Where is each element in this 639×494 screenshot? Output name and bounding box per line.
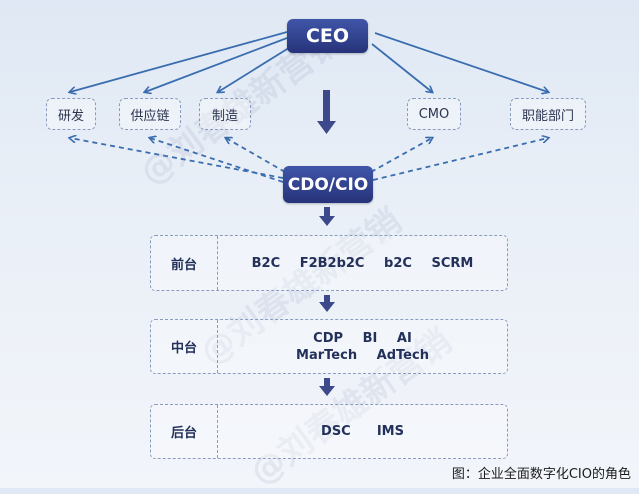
- ceo-label: CEO: [305, 25, 350, 47]
- layer-label: 前台: [151, 236, 218, 290]
- middle-to-back-arrow-head: [319, 386, 335, 396]
- layer-line: MarTech AdTech: [296, 347, 429, 363]
- dept-label: CMO: [418, 106, 450, 122]
- dept-cmo: CMO: [407, 98, 461, 130]
- cdo-to-front-arrow-shaft: [324, 207, 330, 218]
- layer-line: B2C F2B2b2C b2C SCRM: [251, 255, 474, 271]
- dept-functions: 职能部门: [510, 98, 586, 130]
- ceo-to-rd-arrow: [70, 31, 288, 92]
- ceo-box: CEO: [287, 19, 368, 53]
- ceo-to-manufacturing-arrow: [218, 45, 293, 92]
- dept-rd: 研发: [46, 98, 96, 130]
- cdo-cio-label: CDO/CIO: [287, 174, 369, 195]
- dept-label: 职能部门: [521, 108, 574, 124]
- front-office-layer: 前台 B2C F2B2b2C b2C SCRM: [150, 235, 508, 291]
- layer-line: DSC IMS: [321, 424, 404, 439]
- middle-office-layer: 中台 CDP BI AI MarTech AdTech: [150, 319, 508, 374]
- dept-supply-chain: 供应链: [119, 98, 181, 130]
- cdo-to-supply-chain-arrow: [150, 138, 284, 183]
- ceo-to-cdo-arrow-shaft: [323, 90, 330, 123]
- ceo-to-cmo-arrow: [371, 43, 432, 92]
- cdo-to-rd-arrow: [70, 138, 284, 179]
- cdo-to-manufacturing-arrow: [226, 138, 286, 173]
- layer-content: DSC IMS: [218, 405, 507, 458]
- layer-line: CDP BI AI: [313, 330, 412, 346]
- layer-content: CDP BI AI MarTech AdTech: [218, 320, 507, 373]
- cdo-to-functions-arrow: [372, 138, 548, 181]
- cdo-to-cmo-arrow: [370, 138, 432, 173]
- dept-label: 供应链: [130, 108, 170, 124]
- ceo-to-cdo-arrow-head: [317, 121, 336, 134]
- layer-label: 中台: [151, 320, 218, 373]
- front-to-middle-arrow-head: [319, 302, 335, 312]
- figure-caption: 图：企业全面数字化CIO的角色: [451, 467, 631, 482]
- layer-content: B2C F2B2b2C b2C SCRM: [218, 236, 507, 290]
- middle-to-back-arrow-shaft: [324, 378, 330, 388]
- cdo-to-front-arrow-head: [319, 216, 335, 226]
- dept-label: 制造: [211, 108, 238, 124]
- dept-manufacturing: 制造: [199, 98, 251, 130]
- ceo-to-supply-chain-arrow: [145, 37, 288, 92]
- cdo-cio-box: CDO/CIO: [283, 166, 373, 203]
- back-office-layer: 后台 DSC IMS: [150, 404, 508, 459]
- front-to-middle-arrow-shaft: [324, 295, 330, 304]
- ceo-to-functions-arrow: [374, 32, 548, 92]
- layer-label: 后台: [151, 405, 218, 458]
- dept-label: 研发: [57, 108, 84, 124]
